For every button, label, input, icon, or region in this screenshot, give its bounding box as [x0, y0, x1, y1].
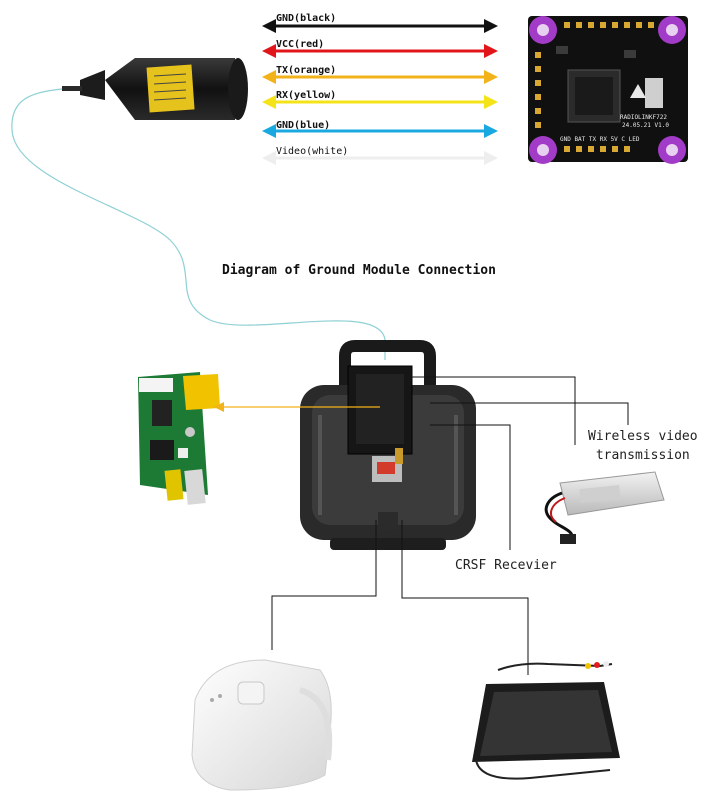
callout-lines — [271, 376, 629, 675]
wire-label-tx-orange: TX(orange) — [276, 65, 337, 76]
wire-arrow-2 — [262, 44, 498, 58]
wire-arrow-5 — [262, 124, 498, 138]
wire-label-gnd-black: GND(black) — [276, 13, 337, 24]
diagram-title: Diagram of Ground Module Connection — [222, 263, 496, 278]
board-name-text: RADIOLINKF722 — [620, 114, 667, 121]
wireless-video-label: Wireless video transmission — [588, 427, 698, 465]
wire-arrow-4 — [262, 95, 498, 109]
wire-arrows — [262, 19, 498, 165]
antenna-icon — [62, 58, 248, 120]
wire-arrow-6 — [262, 151, 498, 165]
wire-label-video-white: Video(white) — [276, 146, 349, 157]
rc-transmitter — [300, 340, 476, 550]
wire-label-gnd-blue: GND(blue) — [276, 120, 331, 131]
wireless-video-label-line2: transmission — [595, 448, 690, 463]
wire-arrow-3 — [262, 70, 498, 84]
board-pads-text: GND BAT TX RX 5V C LED — [560, 136, 640, 143]
wire-label-rx-yellow: RX(yellow) — [276, 90, 337, 101]
wire-arrow-1 — [262, 19, 498, 33]
wire-label-vcc-red: VCC(red) — [276, 39, 325, 50]
fpv-goggles — [191, 659, 333, 791]
monitor — [472, 661, 620, 780]
board-date-text: 24.05.21 V1.0 — [622, 122, 669, 129]
ground-module-pcb — [138, 372, 220, 505]
crsf-receiver-label: CRSF Recevier — [455, 558, 557, 573]
wireless-video-label-line1: Wireless video — [588, 429, 698, 444]
module-arrow — [214, 402, 380, 412]
battery — [544, 471, 665, 544]
flight-controller-board — [528, 16, 688, 164]
antenna-cable — [11, 88, 386, 360]
